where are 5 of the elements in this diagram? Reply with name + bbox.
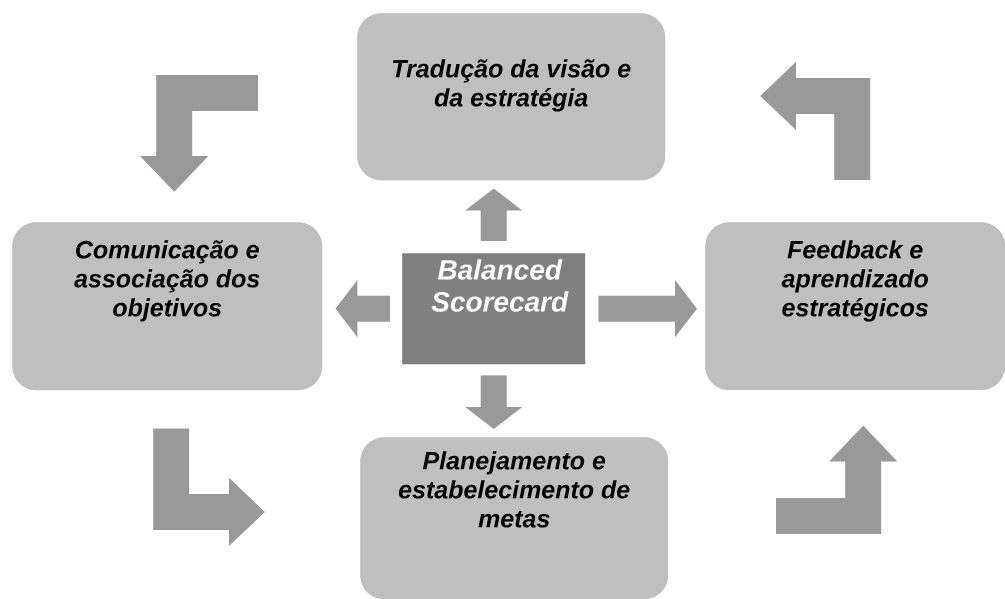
process-box: Comunicação e associação dos objetivos bbox=[12, 222, 323, 391]
process-box: Planejamento e estabelecimento de metas bbox=[360, 437, 669, 599]
process-box: Feedback e aprendizado estratégicos bbox=[705, 222, 1005, 391]
center-box: Balanced Scorecard bbox=[402, 253, 586, 365]
process-box: Tradução da visão e da estratégia bbox=[357, 13, 666, 181]
